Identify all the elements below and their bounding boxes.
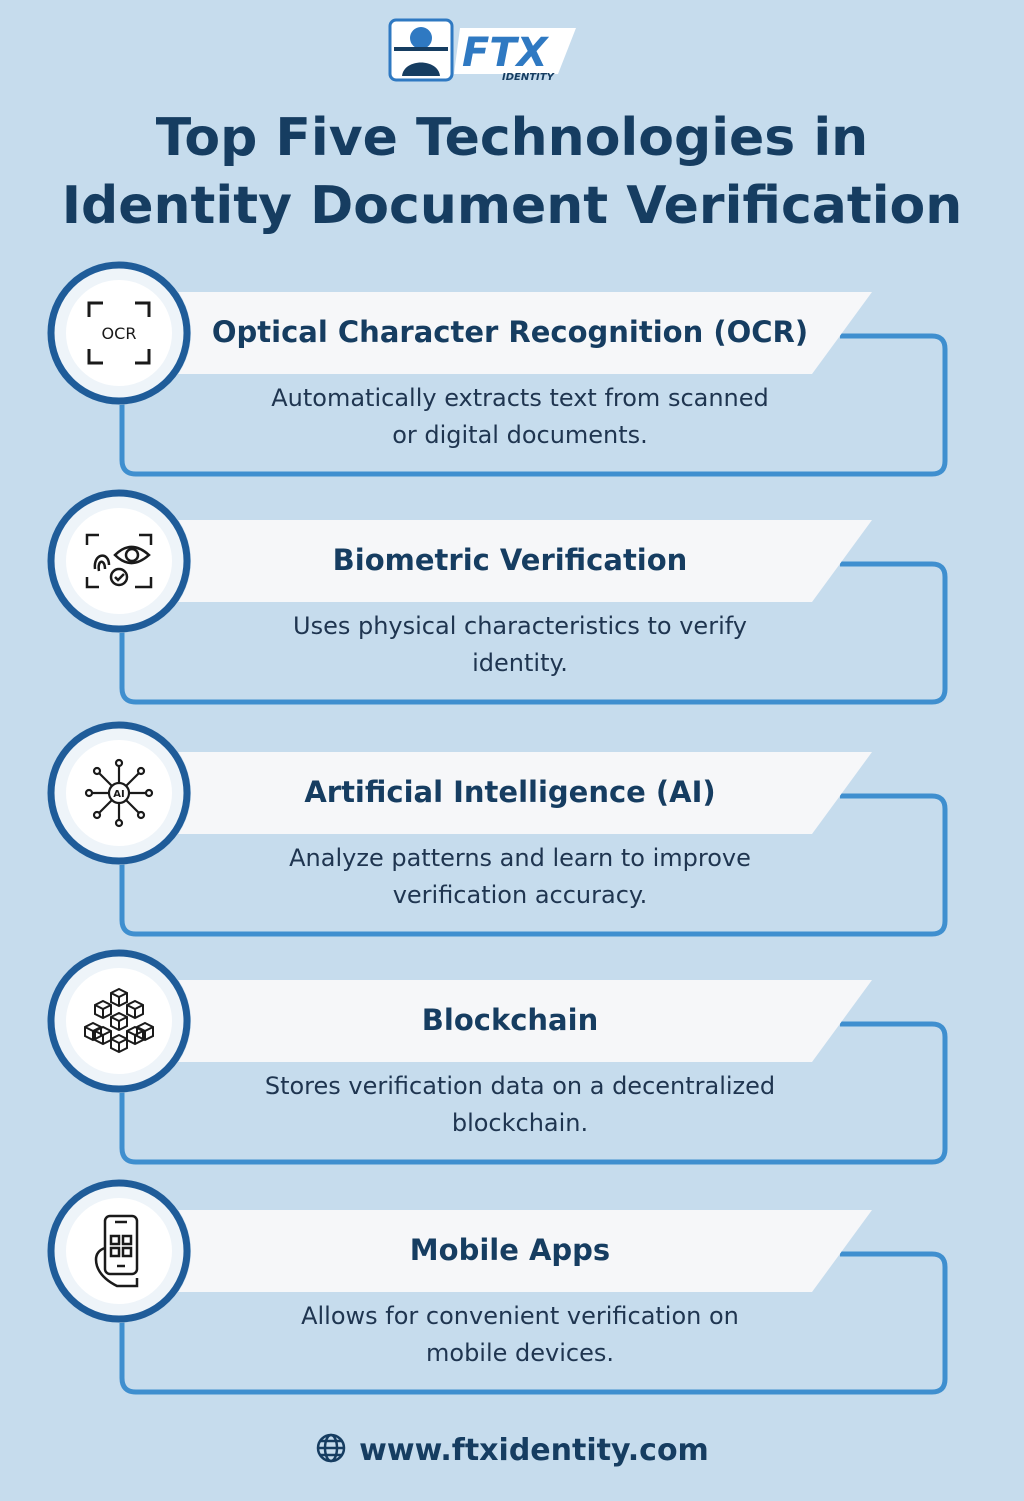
card-description: Analyze patterns and learn to improve ve… — [289, 844, 751, 909]
ai-network-icon: AI — [66, 740, 172, 846]
card-description: Stores verification data on a decentrali… — [264, 1072, 776, 1137]
page-title: Top Five Technologies in Identity Docume… — [0, 104, 1024, 240]
card-title: Artificial Intelligence (AI) — [304, 775, 716, 809]
card-title: Blockchain — [421, 1003, 599, 1037]
technology-card-mobile-apps: Mobile Apps Allows for convenient verifi… — [0, 1176, 1024, 1406]
mobile-phone-hand-icon — [66, 1198, 172, 1304]
globe-icon — [315, 1432, 347, 1468]
technology-card-ai: AI Artificial Intelligence (AI) Analyze … — [0, 718, 1024, 948]
page-title-line-2: Identity Document Verification — [61, 176, 963, 236]
card-title: Biometric Verification — [332, 543, 688, 577]
website-link[interactable]: www.ftxidentity.com — [359, 1432, 709, 1468]
technology-card-ocr: OCR Optical Character Recognition (OCR) … — [0, 258, 1024, 488]
card-description: Uses physical characteristics to verify … — [293, 612, 747, 677]
footer: www.ftxidentity.com — [0, 1427, 1024, 1473]
technology-card-blockchain: Blockchain Stores verification data on a… — [0, 946, 1024, 1176]
svg-text:AI: AI — [113, 789, 124, 800]
card-description: Automatically extracts text from scanned… — [271, 384, 769, 449]
logo-tagline: IDENTITY — [502, 72, 556, 83]
ocr-scan-icon: OCR — [66, 280, 172, 386]
card-description: Allows for convenient verification on mo… — [301, 1302, 739, 1367]
page-title-line-1: Top Five Technologies in — [155, 108, 869, 168]
technology-card-biometric: Biometric Verification Uses physical cha… — [0, 486, 1024, 716]
svg-text:FTX: FTX — [462, 30, 550, 76]
blockchain-cubes-icon — [66, 968, 172, 1074]
svg-text:OCR: OCR — [102, 324, 137, 343]
ftx-identity-logo: FTX IDENTITY — [388, 18, 580, 84]
card-title: Mobile Apps — [409, 1233, 611, 1267]
card-title: Optical Character Recognition (OCR) — [211, 315, 809, 349]
biometric-fingerprint-eye-icon — [66, 508, 172, 614]
